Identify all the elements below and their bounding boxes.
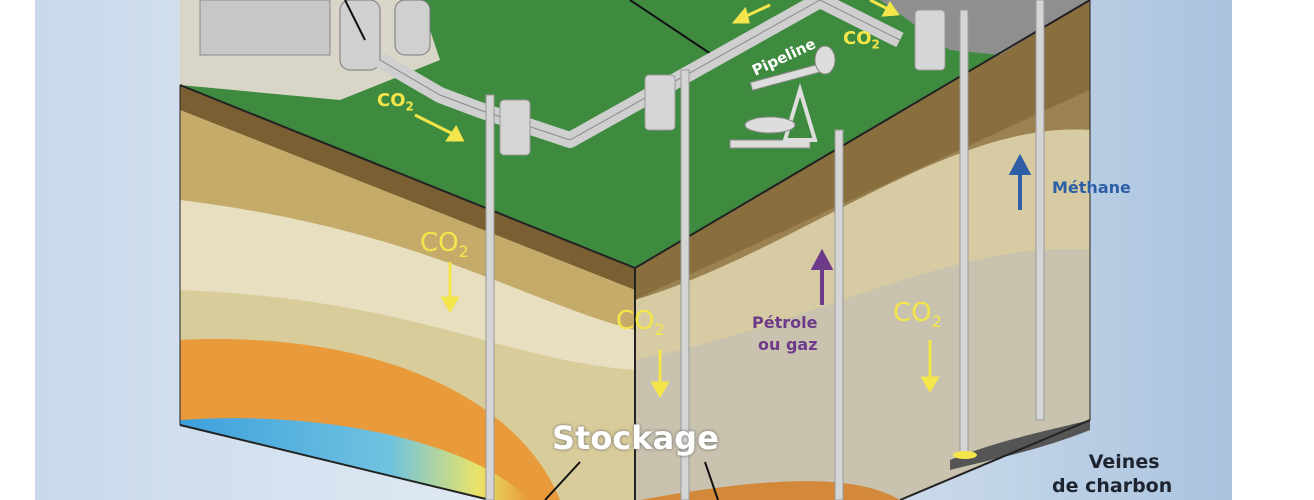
wells [485, 0, 1045, 500]
factory-building [199, 0, 331, 56]
tank [394, 0, 431, 56]
methane-label: Méthane [1052, 178, 1131, 197]
tank [339, 0, 381, 71]
left-face-strata [179, 85, 635, 500]
right-face-strata [635, 0, 1091, 500]
co2-label-surface-left: CO2 [377, 90, 414, 114]
methane-arrow [1008, 153, 1032, 210]
petrole-arrow [810, 248, 834, 305]
leader-line [629, 0, 721, 61]
stockage-label: Stockage [552, 419, 719, 457]
de-charbon-text: de charbon [1052, 475, 1173, 497]
flow-arrows [414, 0, 940, 398]
ou-gaz-text: ou gaz [758, 335, 818, 354]
co2-label-center: CO2 [616, 306, 665, 340]
veines-de-charbon-label: Veines de charbon [1052, 451, 1172, 496]
petrole-label: Pétrole ou gaz [752, 313, 818, 354]
co2-label-left: CO2 [420, 228, 469, 262]
petrole-text: Pétrole [752, 313, 818, 332]
pump-jack [729, 45, 836, 149]
veines-text: Veines [1088, 451, 1160, 473]
co2-label-surface-right: CO2 [843, 28, 880, 52]
co2-label-right: CO2 [893, 298, 942, 332]
